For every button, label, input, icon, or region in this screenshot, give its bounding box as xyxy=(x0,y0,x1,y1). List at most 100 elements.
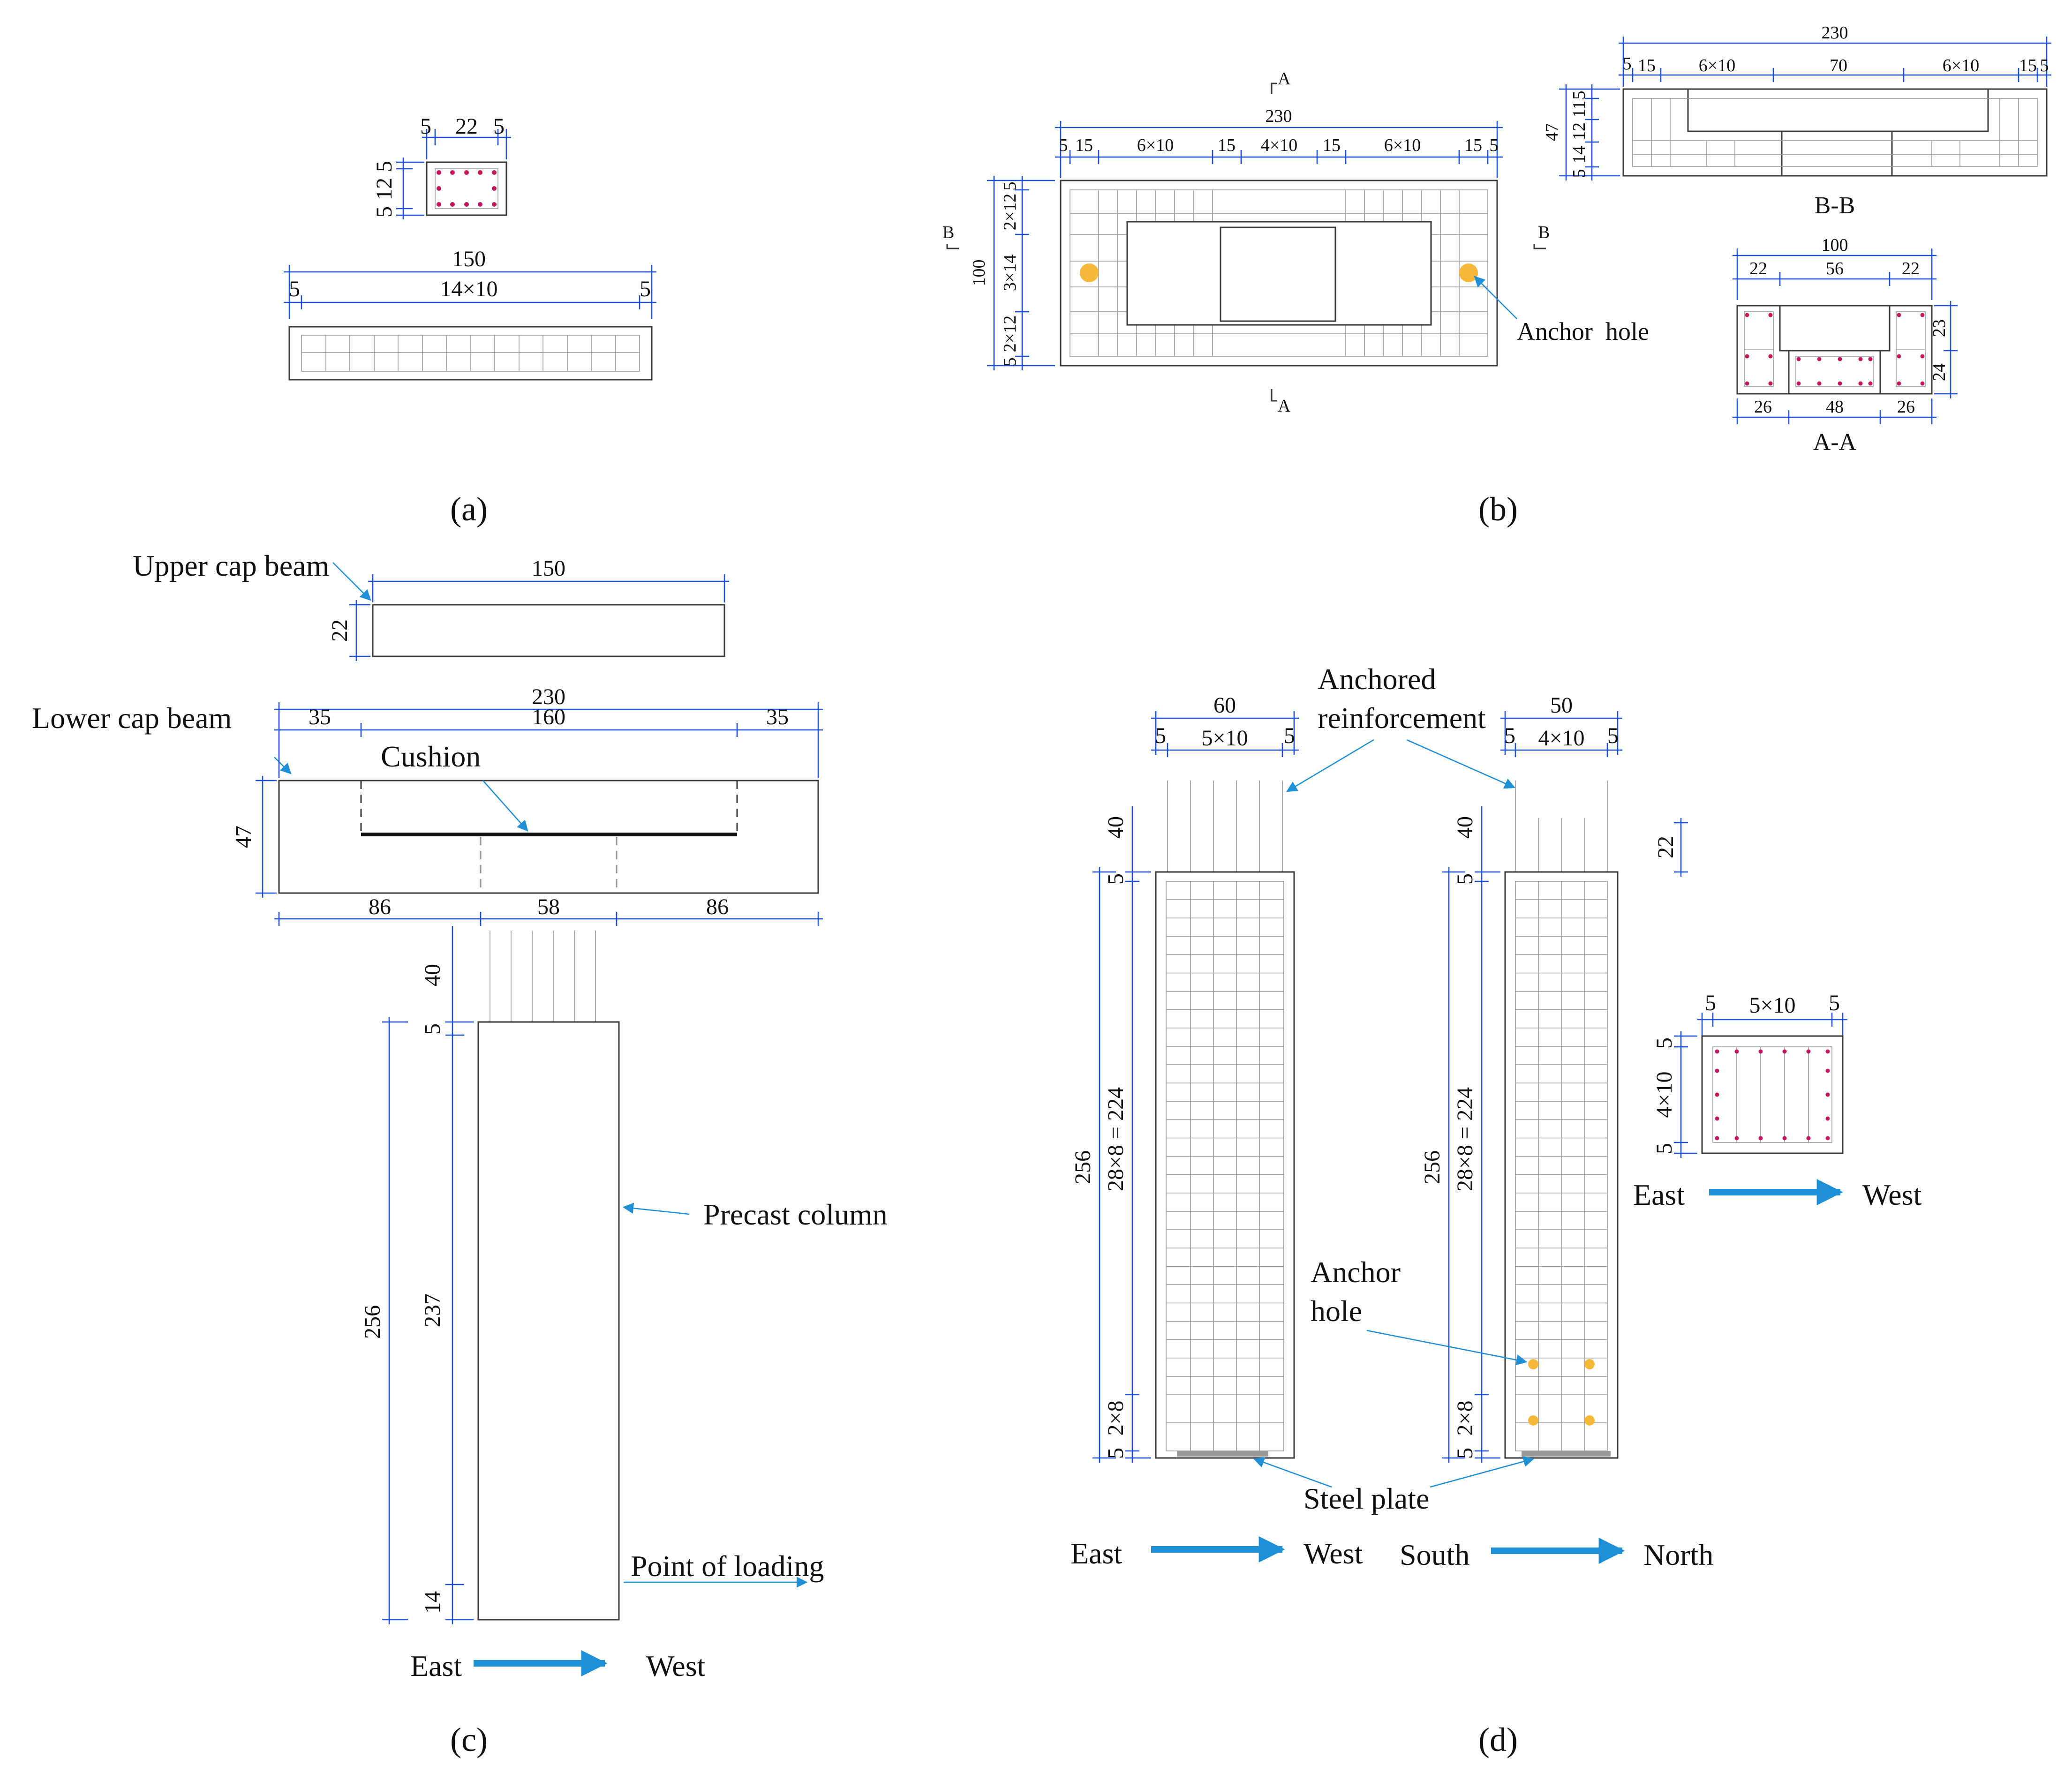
anchor-hole-left xyxy=(1080,263,1099,282)
dim-aa-bottom-3: 26 xyxy=(1897,397,1915,417)
dim-b-left-1: 5 xyxy=(1000,182,1020,191)
dim-b-seg-5: 4×10 xyxy=(1261,135,1297,155)
dim-bb-seg-7: 5 xyxy=(2040,56,2049,75)
upper-cap-beam xyxy=(372,604,725,657)
dim-d-col2-top-3: 5 xyxy=(1607,723,1619,748)
point-of-loading-label: Point of loading xyxy=(631,1549,824,1583)
dim-d-col2-width: 50 xyxy=(1550,693,1573,718)
dim-aa-right-2: 24 xyxy=(1929,363,1949,381)
cushion-label: Cushion xyxy=(381,740,481,773)
dim-aa-right-1: 23 xyxy=(1929,319,1949,337)
dim-bb-seg-1: 5 xyxy=(1623,54,1632,74)
dim-b-left-4: 2×12 xyxy=(1000,316,1020,352)
dim-b-total: 230 xyxy=(1266,106,1292,126)
dim-c-lower-total: 230 xyxy=(532,684,565,709)
dim-b-seg-7: 6×10 xyxy=(1384,135,1421,155)
north-label-d: North xyxy=(1643,1538,1713,1571)
dim-a-left-3: 5 xyxy=(372,206,397,218)
dim-c-lower-top-2: 160 xyxy=(532,705,565,729)
section-d-rebar xyxy=(1715,1049,1830,1141)
dim-c-upper-width: 150 xyxy=(532,556,565,581)
dim-d-22: 22 xyxy=(1653,836,1678,858)
dim-bb-left-3: 12 xyxy=(1569,122,1589,140)
precast-column xyxy=(477,1021,620,1621)
dim-aa-bottom-1: 26 xyxy=(1754,397,1772,417)
anchored-label-2: reinforcement xyxy=(1318,701,1486,735)
dim-c-lower-top-3: 35 xyxy=(766,705,789,729)
east-label-d: East xyxy=(1070,1537,1122,1570)
dim-c-upper-height: 22 xyxy=(327,619,352,642)
anchored-label-1: Anchored xyxy=(1318,662,1436,696)
dim-a-edge-right: 5 xyxy=(640,277,651,301)
caption-b: (b) xyxy=(1478,490,1518,528)
steel-plate-2 xyxy=(1522,1451,1611,1457)
dim-c-col-5: 5 xyxy=(420,1023,445,1035)
dim-a-left-1: 5 xyxy=(372,161,397,172)
east-label-c: East xyxy=(410,1649,462,1683)
column-cross-section-d xyxy=(1701,1035,1844,1154)
west-label-d-section: West xyxy=(1862,1178,1922,1211)
dim-aa-top-1: 22 xyxy=(1749,259,1767,278)
dim-d2-256: 256 xyxy=(1420,1150,1445,1184)
anchor-hole-label-b: Anchor hole xyxy=(1517,317,1649,346)
dim-bb-seg-3: 6×10 xyxy=(1699,56,1735,75)
precast-column-label: Precast column xyxy=(703,1198,888,1231)
section-bb xyxy=(1622,88,2048,177)
dim-d-col1-top-1: 5 xyxy=(1155,723,1166,748)
dim-c-col-14: 14 xyxy=(420,1591,445,1614)
caption-a: (a) xyxy=(450,490,488,528)
dim-d2-224: 28×8 = 224 xyxy=(1453,1087,1477,1191)
dim-d-col1-width: 60 xyxy=(1213,693,1236,718)
dim-a-top-1: 5 xyxy=(420,114,431,139)
anchor-hole-4 xyxy=(1584,1415,1595,1426)
dim-d2-40: 40 xyxy=(1453,816,1477,839)
dim-aa-top-2: 56 xyxy=(1826,259,1844,278)
dim-c-col-237: 237 xyxy=(420,1293,445,1327)
panel-b: A A B B 230 5 15 6×10 15 4×10 15 6×10 15… xyxy=(942,23,2051,528)
dim-b-seg-4: 15 xyxy=(1218,135,1236,155)
dim-d1-2x8: 2×8 xyxy=(1103,1400,1128,1435)
rebar-dots xyxy=(437,170,497,207)
dim-d1-224: 28×8 = 224 xyxy=(1103,1087,1128,1191)
dim-c-lower-bottom-2: 58 xyxy=(537,894,560,919)
dim-bb-height: 47 xyxy=(1542,123,1562,141)
dim-d-col1-top-2: 5×10 xyxy=(1201,726,1248,751)
dim-b-height: 100 xyxy=(969,260,989,286)
south-label-d: South xyxy=(1400,1538,1469,1571)
dim-a-top-2: 22 xyxy=(455,114,478,139)
section-a-bottom: A xyxy=(1278,396,1291,416)
caption-d: (d) xyxy=(1478,1721,1518,1758)
dim-d2-5b: 5 xyxy=(1453,1448,1477,1459)
dim-b-left-2: 2×12 xyxy=(1000,194,1020,230)
dim-bb-seg-2: 15 xyxy=(1638,56,1656,75)
dim-d1-5b: 5 xyxy=(1103,1448,1128,1459)
aa-rebar-dots xyxy=(1745,313,1925,386)
dim-bb-left-2: 14 xyxy=(1569,146,1589,164)
dim-b-seg-9: 5 xyxy=(1490,135,1499,155)
section-aa-title: A-A xyxy=(1813,429,1857,456)
column-cross-section xyxy=(426,161,507,216)
dim-bb-seg-6: 15 xyxy=(2019,56,2037,75)
dim-d-col2-top-2: 4×10 xyxy=(1538,726,1584,751)
beam-elevation xyxy=(288,326,653,381)
dim-c-lower-height: 47 xyxy=(231,826,256,848)
anchor-hole-label-1: Anchor xyxy=(1311,1255,1401,1289)
dim-bb-left-1: 5 xyxy=(1569,169,1589,178)
dim-d-sec-left-2: 4×10 xyxy=(1652,1071,1677,1118)
dim-bb-left-4: 11 xyxy=(1569,101,1589,118)
dim-aa-total: 100 xyxy=(1822,235,1848,255)
dim-b-seg-6: 15 xyxy=(1323,135,1341,155)
dim-bb-total: 230 xyxy=(1822,23,1848,43)
dim-c-lower-top-1: 35 xyxy=(309,705,331,729)
dim-d2-2x8: 2×8 xyxy=(1453,1400,1477,1435)
dim-d-sec-left-3: 5 xyxy=(1652,1143,1677,1154)
east-label-d-section: East xyxy=(1633,1178,1685,1211)
dim-b-left-5: 5 xyxy=(1000,358,1020,367)
dim-a-left-2: 12 xyxy=(372,178,397,200)
dim-bb-left-5: 5 xyxy=(1569,91,1589,100)
dim-d-sec-left-1: 5 xyxy=(1652,1037,1677,1049)
dim-c-col-256: 256 xyxy=(360,1305,385,1339)
steel-plate-1 xyxy=(1177,1451,1268,1457)
section-b-left: B xyxy=(942,223,954,242)
